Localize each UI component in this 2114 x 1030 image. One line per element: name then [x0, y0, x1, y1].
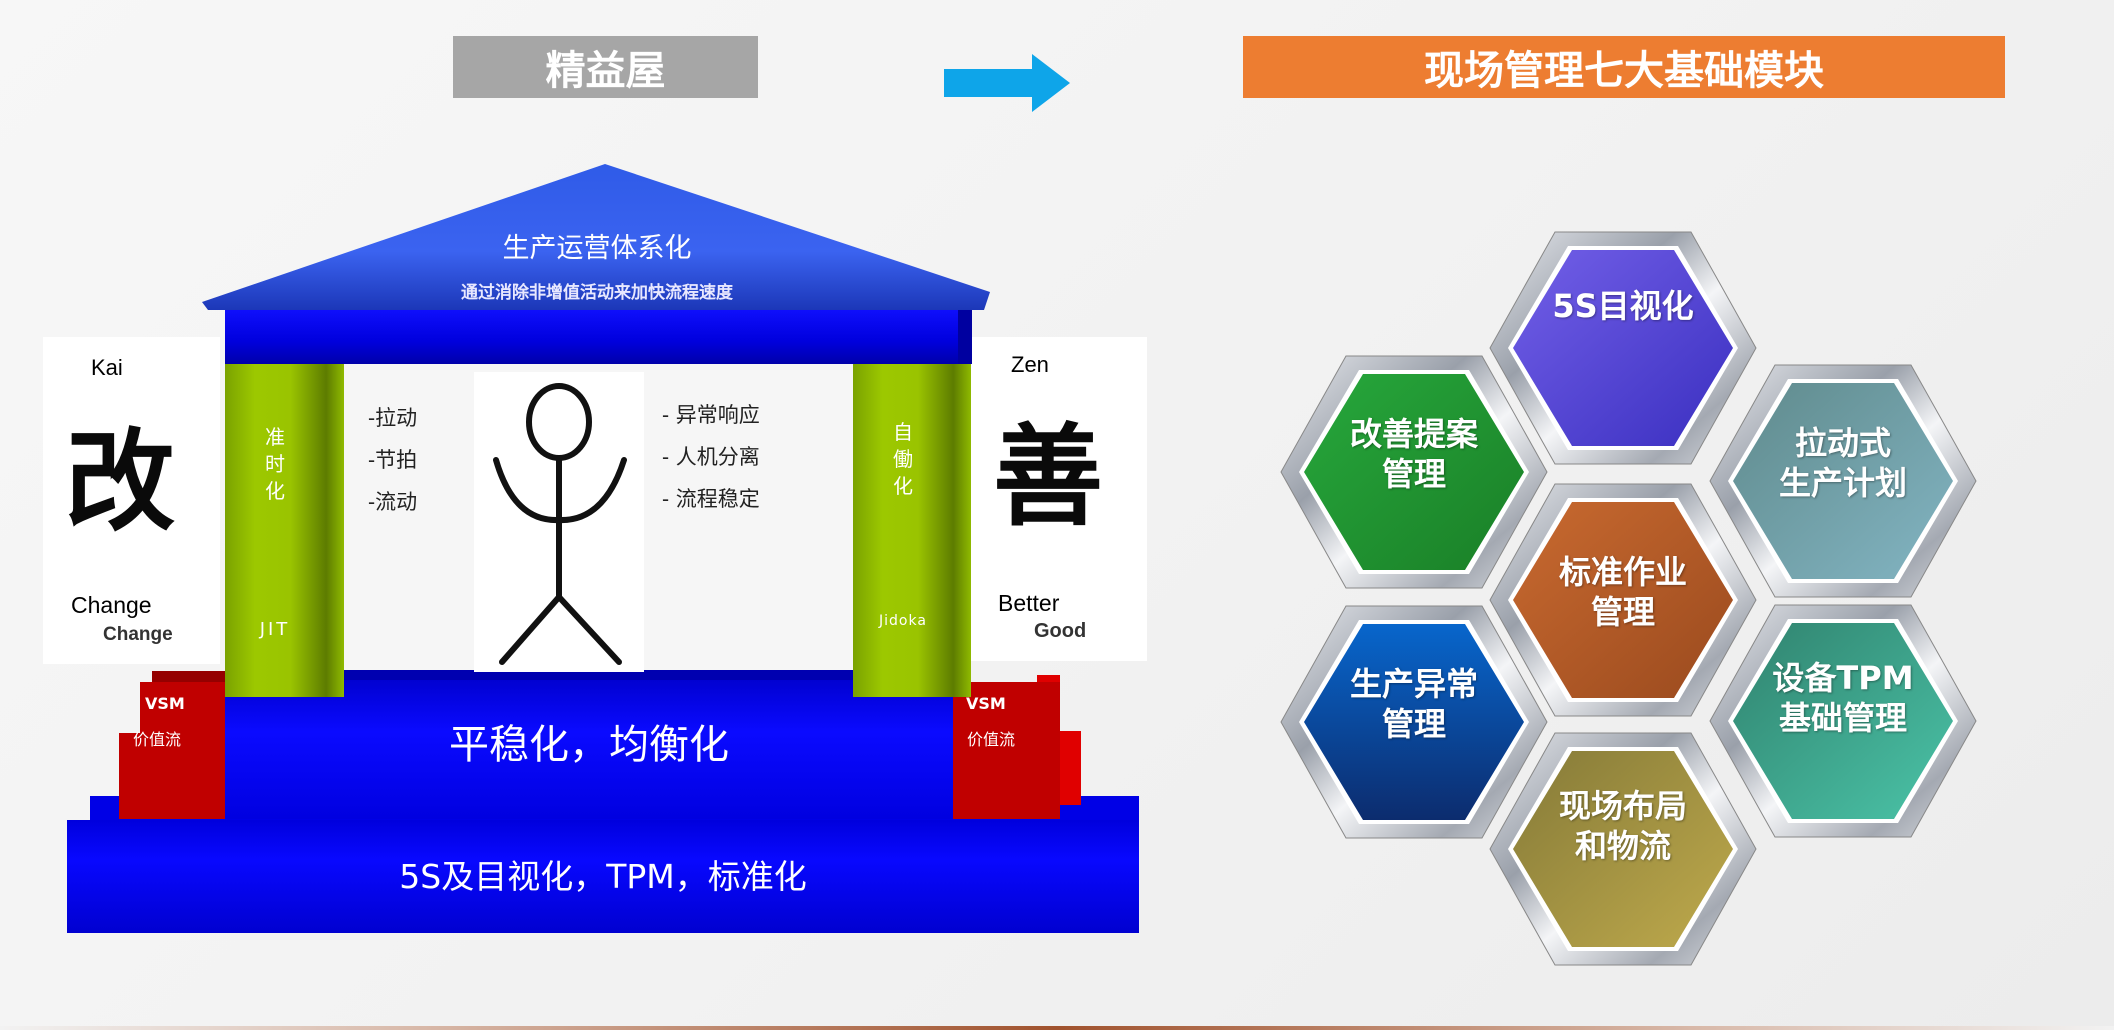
- zen-character: 善: [993, 412, 1103, 541]
- vsm-left-block-top: [140, 682, 225, 734]
- vsm-right-lower-side: [1058, 731, 1081, 805]
- module-pull-production-plan[interactable]: 拉动式 生产计划: [1708, 363, 1978, 599]
- jidoka-item-list: - 异常响应 - 人机分离 - 流程稳定: [662, 394, 760, 520]
- kai-character: 改: [65, 417, 175, 546]
- hexagon-shape: [1709, 364, 1977, 598]
- lean-house-diagram: Kai 改 Change Change Zen 善 Better Good 5S…: [43, 160, 1147, 933]
- zen-panel: Zen 善 Better Good: [971, 337, 1147, 661]
- zen-good-label: Good: [1034, 620, 1087, 642]
- module-label: 现场布局 和物流: [1558, 787, 1687, 865]
- module-layout-logistics[interactable]: 现场布局 和物流: [1488, 731, 1758, 967]
- module-label: 5S目视化: [1552, 287, 1694, 325]
- zen-label: Zen: [1011, 352, 1049, 377]
- roof-beam: [225, 307, 971, 364]
- kai-change-sublabel: Change: [103, 624, 173, 645]
- jidoka-pillar: 自 働 化 Jidoka: [853, 364, 971, 697]
- vsm-left-block-bottom: [119, 733, 225, 819]
- hexagon-shape: [1280, 605, 1548, 839]
- module-standard-work[interactable]: 标准作业 管理: [1488, 482, 1758, 718]
- module-label: 设备TPM 基础管理: [1772, 659, 1914, 737]
- kai-panel: Kai 改 Change Change: [43, 337, 220, 664]
- jidoka-pillar-title: 自 働 化: [893, 420, 913, 498]
- vsm-left-label: VSM: [145, 694, 185, 713]
- stick-figure-icon: [474, 372, 644, 672]
- jidoka-item: - 流程稳定: [662, 487, 760, 511]
- jidoka-item: - 异常响应: [662, 403, 760, 427]
- hexagon-shape: [1280, 355, 1548, 589]
- hexagon-shape: [1489, 231, 1757, 465]
- module-production-exception[interactable]: 生产异常 管理: [1279, 604, 1549, 840]
- roof-beam-side: [958, 307, 972, 364]
- hexagon-shape: [1489, 483, 1757, 717]
- module-label: 拉动式 生产计划: [1778, 424, 1907, 502]
- vsm-right-label: VSM: [966, 694, 1006, 713]
- leveling-block-top: [344, 670, 853, 680]
- module-label: 生产异常 管理: [1349, 665, 1478, 743]
- roof: 生产运营体系化 通过消除非增值活动来加快流程速度: [202, 160, 992, 310]
- foundation-label: 5S及目视化，TPM，标准化: [399, 857, 807, 896]
- bottom-divider: [0, 1026, 2114, 1030]
- zen-better-label: Better: [998, 590, 1060, 616]
- vsm-left-sublabel: 价值流: [133, 730, 182, 749]
- module-improvement-proposal[interactable]: 改善提案 管理: [1279, 354, 1549, 590]
- roof-shape: [202, 164, 990, 310]
- jit-item-list: -拉动 -节拍 -流动: [368, 397, 417, 523]
- module-equipment-tpm[interactable]: 设备TPM 基础管理: [1708, 603, 1978, 839]
- jidoka-pillar-english: Jidoka: [879, 613, 927, 629]
- leveling-block: [225, 674, 953, 819]
- vsm-right-sublabel: 价值流: [967, 730, 1016, 749]
- module-label: 标准作业 管理: [1558, 553, 1687, 631]
- vsm-left-cap: [152, 671, 225, 683]
- module-label: 改善提案 管理: [1349, 415, 1478, 493]
- module-5s-visual[interactable]: 5S目视化: [1488, 230, 1758, 466]
- roof-subtitle: 通过消除非增值活动来加快流程速度: [461, 283, 733, 303]
- jidoka-item: - 人机分离: [662, 445, 760, 469]
- modules-title: 现场管理七大基础模块: [1243, 36, 2005, 98]
- kai-label: Kai: [91, 355, 123, 380]
- jit-pillar-english: JIT: [259, 619, 291, 640]
- vsm-right-block-bottom: [953, 733, 1060, 819]
- jit-pillar: 准 时 化 JIT: [225, 364, 344, 697]
- right-arrow-icon: [944, 54, 1070, 112]
- jit-item: -流动: [368, 490, 418, 514]
- hexagon-shape: [1709, 604, 1977, 838]
- jit-item: -节拍: [368, 448, 418, 472]
- hexagon-shape: [1489, 732, 1757, 966]
- jit-item: -拉动: [368, 406, 418, 430]
- leveling-label: 平稳化，均衡化: [449, 722, 729, 768]
- kai-change-label: Change: [71, 592, 152, 618]
- foundation-block: [67, 820, 1139, 933]
- lean-house-title: 精益屋: [453, 36, 758, 98]
- jit-pillar-title: 准 时 化: [265, 425, 285, 503]
- roof-title: 生产运营体系化: [502, 233, 692, 264]
